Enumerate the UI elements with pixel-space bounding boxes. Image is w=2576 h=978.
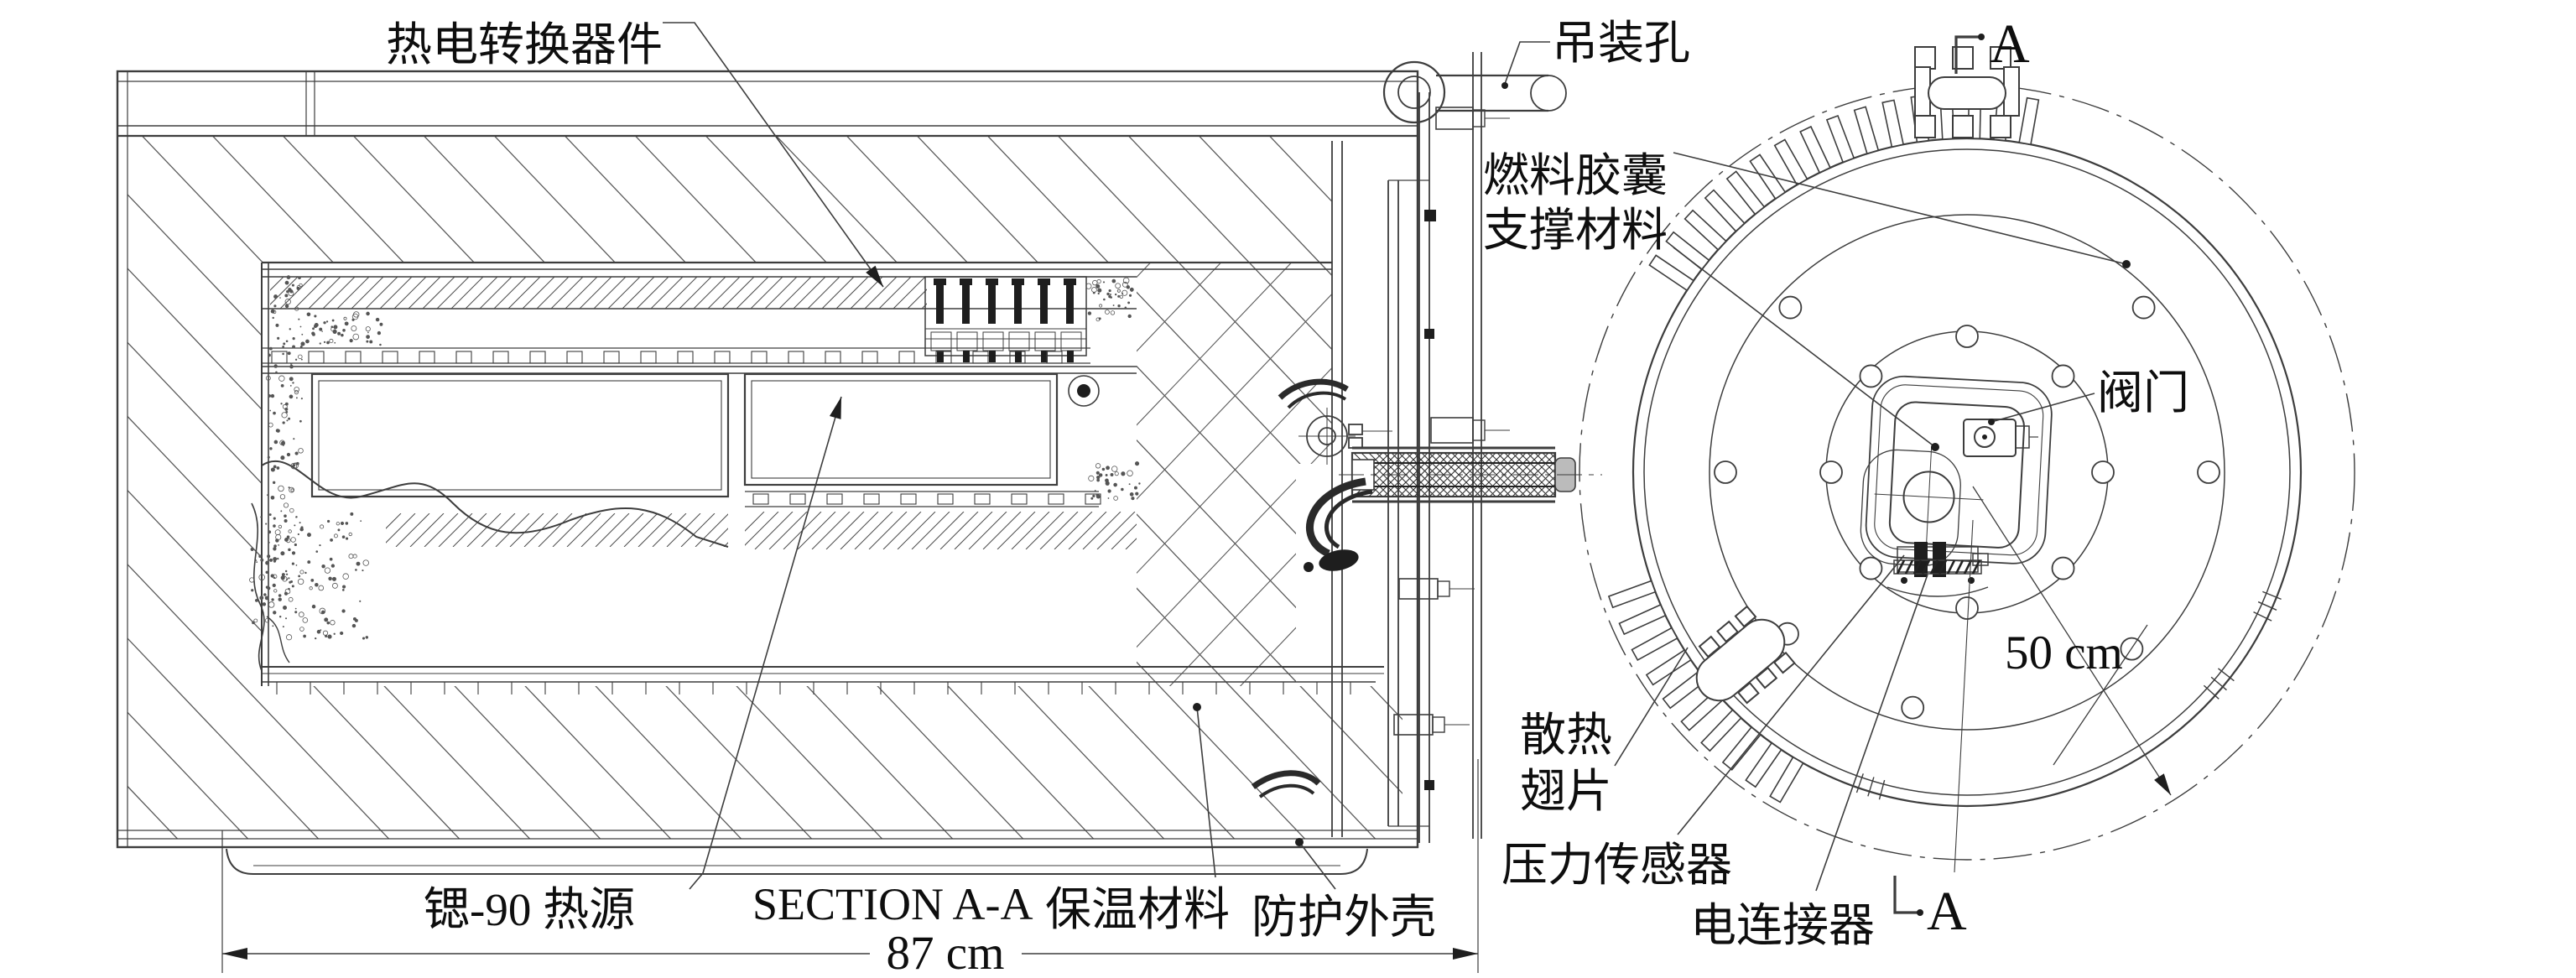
rim-inner-circle — [1643, 148, 2291, 796]
label-insulation: 保温材料 — [1045, 884, 1230, 935]
support-material-speckle — [249, 275, 1141, 641]
label-fins-line1: 散热 — [1520, 710, 1612, 761]
connector-cluster — [1886, 542, 1989, 597]
leader-fuel-capsule-2 — [1673, 247, 1936, 448]
dimension-87cm: 87 cm — [887, 927, 1005, 978]
lifting-lug-lower-left — [1695, 605, 1796, 705]
leader-fuel-capsule-1 — [1673, 152, 2127, 265]
label-electrical-connector: 电连接器 — [1690, 900, 1875, 951]
valve-device — [1963, 419, 2038, 457]
leader-insulation — [1196, 706, 1216, 878]
label-fuel-capsule-line1: 燃料胶囊 — [1483, 150, 1668, 201]
insulation-band-hatch-left — [386, 513, 728, 547]
insulation-band-hatch-right — [745, 512, 1137, 549]
label-sr90-heat-source: 锶-90 热源 — [424, 884, 635, 935]
end-plate-valve — [1298, 408, 1392, 465]
leader-connector — [1815, 574, 1928, 892]
dimension-50cm: 50 cm — [2005, 627, 2123, 679]
leader-lifting-hole — [1504, 41, 1550, 85]
label-fuel-capsule-line2: 支撑材料 — [1483, 205, 1668, 256]
fuel-capsule-boxes — [310, 372, 1100, 498]
dimension-arrowheads — [222, 948, 1478, 960]
label-section-aa: SECTION A-A — [752, 879, 1033, 929]
label-valve: 阀门 — [2097, 367, 2189, 419]
label-fins-line2: 翅片 — [1520, 766, 1612, 817]
leader-valve — [1991, 393, 2095, 423]
leader-fins — [1614, 647, 1689, 767]
leader-arrowheads — [830, 265, 2171, 795]
bolt-holes — [1714, 295, 2220, 720]
label-pressure-sensor: 压力传感器 — [1501, 840, 1732, 891]
end-view-right — [1579, 34, 2355, 916]
thermoelectric-layer-hatch — [270, 277, 927, 309]
braided-cable — [1339, 446, 1602, 503]
section-marker-brackets — [1893, 34, 1985, 916]
section-marker-a-top: A — [1990, 13, 2030, 75]
inner-cavity-frame — [261, 261, 1384, 686]
label-thermoelectric-converter: 热电转换器件 — [386, 19, 663, 70]
protective-casing-outline — [116, 70, 1419, 849]
connector-hatch — [1896, 559, 1981, 575]
torn-edge-waves — [251, 460, 729, 672]
heat-fins-upper-left — [1648, 92, 2040, 292]
inner-shell-circle — [1709, 214, 2225, 731]
lifting-lug-side — [1382, 60, 1567, 124]
radius-dimension — [1954, 486, 2172, 873]
labels: 热电转换器件 吊装孔 燃料胶囊 支撑材料 锶-90 热源 SECTION A-A… — [386, 13, 2189, 978]
label-lifting-hole: 吊装孔 — [1552, 18, 1690, 69]
insulation-hatch-pattern — [127, 136, 1402, 839]
leader-lines — [663, 22, 2171, 892]
thermoelectric-modules — [924, 276, 1087, 362]
flange-bolts — [1393, 107, 1510, 736]
support-comb-strips — [262, 347, 1351, 694]
leader-thermoelectric — [663, 22, 884, 288]
heat-fins-lower-left — [1607, 580, 1804, 804]
label-protective-casing: 防护外壳 — [1252, 892, 1436, 943]
leader-heat-source — [689, 396, 842, 890]
casing-bottom-tray — [226, 848, 1368, 875]
section-marker-a-bottom: A — [1927, 881, 1967, 942]
rim-segment-ticks — [1855, 590, 2282, 800]
leader-casing — [1298, 841, 1336, 890]
wiring-hoses — [1251, 378, 1373, 799]
center-plate-assembly — [1860, 375, 2053, 566]
width-dimension — [221, 759, 1479, 973]
leader-pressure-sensor — [1677, 554, 1905, 835]
phantom-envelope-circle — [1579, 84, 2355, 861]
